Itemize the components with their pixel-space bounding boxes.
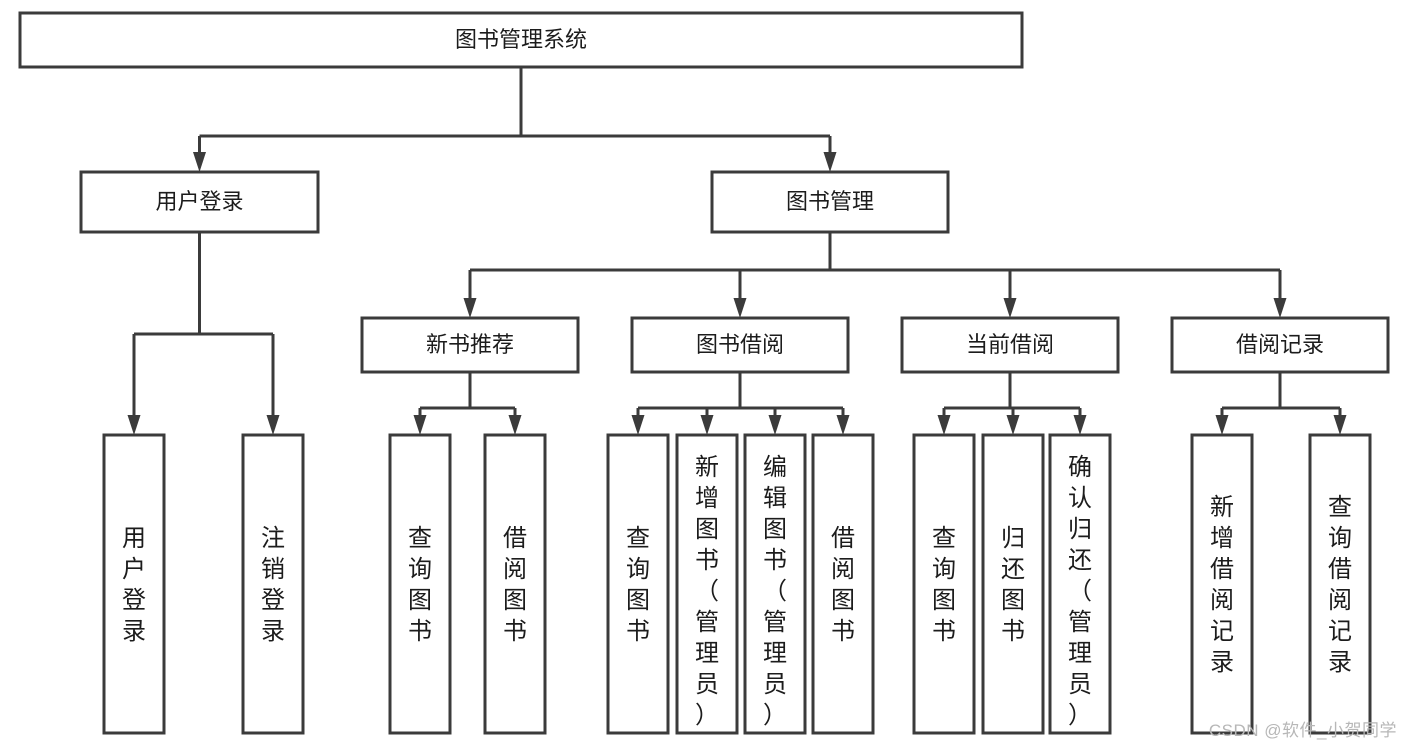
- node-current-borrow[interactable]: 当前借阅: [900, 316, 1120, 374]
- connector-group-new-book-recommend: [413, 372, 522, 435]
- node-leaf-query-borrow-record[interactable]: 查询借阅记录: [1308, 433, 1372, 735]
- node-box-leaf-borrow-book[interactable]: [811, 433, 875, 735]
- arrow-head-icon: [768, 415, 782, 435]
- node-new-book-recommend[interactable]: 新书推荐: [360, 316, 580, 374]
- node-leaf-user-login[interactable]: 用户登录: [102, 433, 166, 735]
- node-label-leaf-logout: 注销登录: [261, 525, 285, 645]
- connector-layer: [127, 67, 1347, 435]
- arrow-head-icon: [413, 415, 427, 435]
- arrow-head-icon: [127, 415, 141, 435]
- node-leaf-borrow-book-recommend[interactable]: 借阅图书: [483, 433, 547, 735]
- node-box-leaf-query-borrow-record[interactable]: [1308, 433, 1372, 735]
- node-box-leaf-logout[interactable]: [241, 433, 305, 735]
- node-box-leaf-user-login[interactable]: [102, 433, 166, 735]
- node-box-book-borrow[interactable]: [630, 316, 850, 374]
- node-box-book-manage[interactable]: [710, 170, 950, 234]
- node-box-leaf-add-borrow-record[interactable]: [1190, 433, 1254, 735]
- node-layer: 图书管理系统用户登录图书管理新书推荐图书借阅当前借阅借阅记录用户登录注销登录查询…: [18, 11, 1390, 735]
- connector-group-root: [193, 67, 837, 172]
- node-box-leaf-query-book-recommend[interactable]: [388, 433, 452, 735]
- arrow-head-icon: [1003, 298, 1017, 318]
- node-label-leaf-query-book-current: 查询图书: [932, 525, 956, 645]
- arrow-head-icon: [937, 415, 951, 435]
- node-book-manage[interactable]: 图书管理: [710, 170, 950, 234]
- node-label-leaf-add-book-admin: 新增图书（管理员）: [695, 454, 719, 729]
- node-leaf-add-book-admin[interactable]: 新增图书（管理员）: [675, 433, 739, 735]
- connector-group-current-borrow: [937, 372, 1087, 435]
- connector-group-borrow-record: [1215, 372, 1347, 435]
- node-leaf-logout[interactable]: 注销登录: [241, 433, 305, 735]
- connector-group-user-login: [127, 232, 280, 435]
- node-label-leaf-add-borrow-record: 新增借阅记录: [1210, 494, 1234, 676]
- node-label-leaf-confirm-return-admin: 确认归还（管理员）: [1068, 454, 1092, 729]
- node-box-leaf-edit-book-admin[interactable]: [743, 433, 807, 735]
- arrow-head-icon: [1273, 298, 1287, 318]
- node-label-leaf-return-book: 归还图书: [1001, 525, 1025, 645]
- csdn-watermark: CSDN @软件_小贺同学: [1208, 721, 1397, 740]
- node-leaf-add-borrow-record[interactable]: 新增借阅记录: [1190, 433, 1254, 735]
- node-book-borrow[interactable]: 图书借阅: [630, 316, 850, 374]
- node-leaf-return-book[interactable]: 归还图书: [981, 433, 1045, 735]
- arrow-head-icon: [700, 415, 714, 435]
- node-box-borrow-record[interactable]: [1170, 316, 1390, 374]
- connector-group-book-manage: [463, 232, 1287, 318]
- arrow-head-icon: [631, 415, 645, 435]
- arrow-head-icon: [193, 152, 206, 172]
- node-box-leaf-add-book-admin[interactable]: [675, 433, 739, 735]
- node-box-current-borrow[interactable]: [900, 316, 1120, 374]
- node-label-leaf-query-book-recommend: 查询图书: [408, 525, 432, 645]
- node-leaf-query-book-borrow[interactable]: 查询图书: [606, 433, 670, 735]
- node-label-borrow-record: 借阅记录: [1236, 332, 1324, 357]
- node-box-leaf-borrow-book-recommend[interactable]: [483, 433, 547, 735]
- node-label-leaf-query-borrow-record: 查询借阅记录: [1328, 494, 1352, 676]
- node-label-root: 图书管理系统: [455, 27, 587, 52]
- arrow-head-icon: [733, 298, 747, 318]
- arrow-head-icon: [836, 415, 850, 435]
- node-box-leaf-query-book-current[interactable]: [912, 433, 976, 735]
- arrow-head-icon: [266, 415, 280, 435]
- node-label-leaf-edit-book-admin: 编辑图书（管理员）: [763, 454, 787, 729]
- node-leaf-confirm-return-admin[interactable]: 确认归还（管理员）: [1048, 433, 1112, 735]
- node-box-leaf-confirm-return-admin[interactable]: [1048, 433, 1112, 735]
- arrow-head-icon: [463, 298, 477, 318]
- node-label-current-borrow: 当前借阅: [966, 332, 1054, 357]
- node-leaf-query-book-current[interactable]: 查询图书: [912, 433, 976, 735]
- node-label-leaf-borrow-book: 借阅图书: [831, 525, 855, 645]
- connector-group-book-borrow: [631, 372, 850, 435]
- node-root[interactable]: 图书管理系统: [18, 11, 1024, 69]
- arrow-head-icon: [1333, 415, 1347, 435]
- node-label-leaf-user-login: 用户登录: [122, 525, 146, 645]
- node-label-new-book-recommend: 新书推荐: [426, 332, 514, 357]
- arrow-head-icon: [823, 152, 837, 172]
- node-box-user-login[interactable]: [79, 170, 320, 234]
- arrow-head-icon: [1073, 415, 1087, 435]
- node-user-login[interactable]: 用户登录: [79, 170, 320, 234]
- node-box-leaf-query-book-borrow[interactable]: [606, 433, 670, 735]
- node-label-leaf-borrow-book-recommend: 借阅图书: [503, 525, 527, 645]
- node-leaf-borrow-book[interactable]: 借阅图书: [811, 433, 875, 735]
- arrow-head-icon: [508, 415, 522, 435]
- node-label-book-borrow: 图书借阅: [696, 332, 784, 357]
- arrow-head-icon: [1215, 415, 1229, 435]
- node-box-new-book-recommend[interactable]: [360, 316, 580, 374]
- node-borrow-record[interactable]: 借阅记录: [1170, 316, 1390, 374]
- node-label-user-login: 用户登录: [155, 189, 243, 214]
- node-label-book-manage: 图书管理: [786, 189, 874, 214]
- node-box-root[interactable]: [18, 11, 1024, 69]
- node-leaf-edit-book-admin[interactable]: 编辑图书（管理员）: [743, 433, 807, 735]
- arrow-head-icon: [1006, 415, 1020, 435]
- node-leaf-query-book-recommend[interactable]: 查询图书: [388, 433, 452, 735]
- node-box-leaf-return-book[interactable]: [981, 433, 1045, 735]
- node-label-leaf-query-book-borrow: 查询图书: [626, 525, 650, 645]
